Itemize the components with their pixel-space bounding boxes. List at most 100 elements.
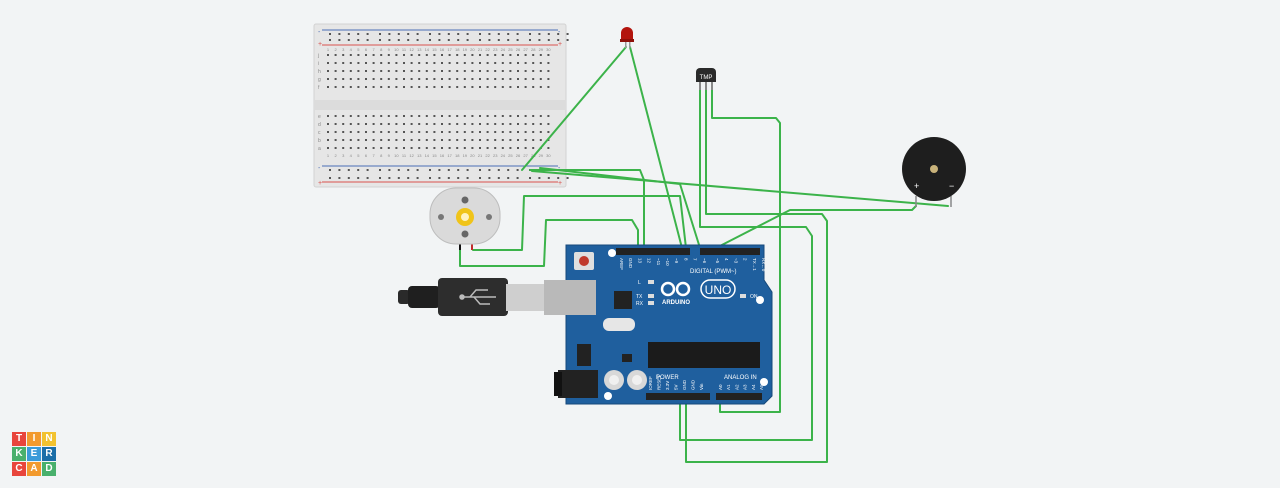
- breadboard-hole[interactable]: [547, 86, 550, 88]
- temperature-sensor[interactable]: TMP: [696, 68, 716, 90]
- breadboard-hole[interactable]: [471, 54, 474, 56]
- rail-hole[interactable]: [488, 169, 491, 171]
- rail-hole[interactable]: [538, 39, 541, 41]
- rail-hole[interactable]: [457, 169, 460, 171]
- breadboard-hole[interactable]: [380, 131, 383, 133]
- breadboard-hole[interactable]: [539, 62, 542, 64]
- breadboard-hole[interactable]: [441, 70, 443, 72]
- breadboard-hole[interactable]: [425, 70, 428, 72]
- rail-hole[interactable]: [416, 177, 419, 179]
- breadboard-hole[interactable]: [479, 54, 481, 56]
- dc-motor[interactable]: [429, 187, 501, 250]
- breadboard-hole[interactable]: [479, 147, 481, 149]
- rail-hole[interactable]: [516, 169, 519, 171]
- rail-hole[interactable]: [407, 39, 410, 41]
- breadboard-hole[interactable]: [372, 131, 375, 133]
- breadboard-hole[interactable]: [479, 115, 481, 117]
- breadboard-hole[interactable]: [349, 54, 352, 56]
- breadboard-hole[interactable]: [479, 70, 481, 72]
- breadboard-hole[interactable]: [471, 62, 474, 64]
- breadboard-hole[interactable]: [365, 139, 367, 141]
- breadboard-hole[interactable]: [486, 62, 489, 64]
- breadboard-hole[interactable]: [547, 62, 550, 64]
- rail-hole[interactable]: [366, 39, 369, 41]
- breadboard-hole[interactable]: [517, 131, 519, 133]
- breadboard-hole[interactable]: [456, 147, 459, 149]
- breadboard-hole[interactable]: [441, 62, 443, 64]
- breadboard-hole[interactable]: [387, 131, 390, 133]
- breadboard-hole[interactable]: [418, 54, 421, 56]
- rail-hole[interactable]: [479, 39, 481, 41]
- breadboard-hole[interactable]: [418, 139, 421, 141]
- breadboard-hole[interactable]: [501, 123, 504, 125]
- breadboard-hole[interactable]: [410, 70, 413, 72]
- rail-hole[interactable]: [407, 177, 410, 179]
- breadboard-hole[interactable]: [486, 70, 489, 72]
- breadboard-hole[interactable]: [479, 78, 481, 80]
- breadboard-hole[interactable]: [501, 147, 504, 149]
- breadboard-hole[interactable]: [517, 115, 519, 117]
- breadboard-hole[interactable]: [456, 62, 459, 64]
- wire-rail-to-gnd[interactable]: [529, 169, 645, 249]
- rail-hole[interactable]: [529, 39, 531, 41]
- breadboard-hole[interactable]: [357, 123, 360, 125]
- rail-hole[interactable]: [447, 39, 450, 41]
- breadboard-hole[interactable]: [327, 62, 329, 64]
- breadboard-hole[interactable]: [410, 115, 413, 117]
- breadboard-hole[interactable]: [486, 54, 489, 56]
- breadboard-hole[interactable]: [463, 147, 466, 149]
- rail-hole[interactable]: [497, 169, 500, 171]
- breadboard-hole[interactable]: [380, 78, 383, 80]
- breadboard-hole[interactable]: [532, 86, 535, 88]
- breadboard-hole[interactable]: [517, 139, 519, 141]
- breadboard-hole[interactable]: [532, 139, 535, 141]
- rail-hole[interactable]: [547, 33, 550, 35]
- breadboard-hole[interactable]: [433, 86, 436, 88]
- breadboard-hole[interactable]: [539, 86, 542, 88]
- breadboard-hole[interactable]: [471, 115, 474, 117]
- wire-led-cathode[interactable]: [629, 46, 683, 249]
- breadboard-hole[interactable]: [539, 131, 542, 133]
- breadboard-hole[interactable]: [357, 131, 360, 133]
- breadboard-hole[interactable]: [463, 70, 466, 72]
- breadboard-hole[interactable]: [403, 139, 405, 141]
- rail-hole[interactable]: [329, 33, 331, 35]
- rail-hole[interactable]: [516, 177, 519, 179]
- breadboard-hole[interactable]: [509, 147, 512, 149]
- breadboard-hole[interactable]: [509, 54, 512, 56]
- breadboard-hole[interactable]: [433, 78, 436, 80]
- breadboard-hole[interactable]: [494, 86, 497, 88]
- breadboard-hole[interactable]: [463, 62, 466, 64]
- breadboard-hole[interactable]: [418, 70, 421, 72]
- rail-hole[interactable]: [429, 33, 431, 35]
- rail-hole[interactable]: [497, 177, 500, 179]
- breadboard-hole[interactable]: [486, 123, 489, 125]
- rail-hole[interactable]: [516, 33, 519, 35]
- breadboard-hole[interactable]: [494, 139, 497, 141]
- rail-hole[interactable]: [466, 39, 469, 41]
- breadboard-hole[interactable]: [441, 139, 443, 141]
- breadboard-hole[interactable]: [433, 115, 436, 117]
- breadboard-hole[interactable]: [410, 86, 413, 88]
- breadboard-hole[interactable]: [448, 139, 451, 141]
- breadboard-hole[interactable]: [441, 54, 443, 56]
- rail-hole[interactable]: [488, 39, 491, 41]
- breadboard-hole[interactable]: [327, 70, 329, 72]
- breadboard-hole[interactable]: [532, 78, 535, 80]
- breadboard-hole[interactable]: [403, 115, 405, 117]
- breadboard-hole[interactable]: [349, 115, 352, 117]
- breadboard-holes[interactable]: [327, 33, 569, 179]
- breadboard-hole[interactable]: [456, 139, 459, 141]
- breadboard-hole[interactable]: [410, 131, 413, 133]
- breadboard-hole[interactable]: [403, 78, 405, 80]
- breadboard-hole[interactable]: [463, 131, 466, 133]
- rail-hole[interactable]: [357, 169, 360, 171]
- rail-hole[interactable]: [397, 33, 400, 35]
- breadboard-hole[interactable]: [342, 62, 345, 64]
- rail-hole[interactable]: [538, 177, 541, 179]
- breadboard-hole[interactable]: [365, 123, 367, 125]
- breadboard-hole[interactable]: [486, 147, 489, 149]
- breadboard-hole[interactable]: [509, 115, 512, 117]
- rail-hole[interactable]: [479, 177, 481, 179]
- breadboard-hole[interactable]: [494, 54, 497, 56]
